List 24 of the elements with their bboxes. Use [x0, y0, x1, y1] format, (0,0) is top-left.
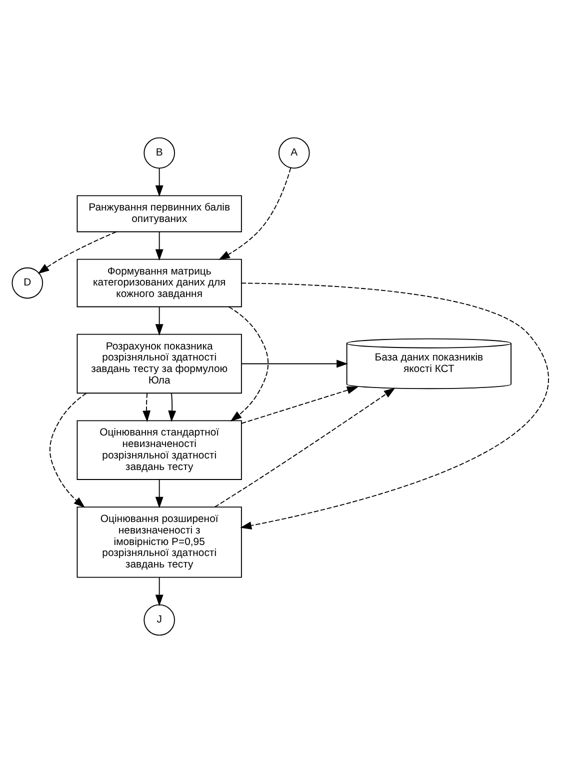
arrow — [168, 392, 176, 422]
node-circle: D — [12, 267, 44, 299]
arrow — [142, 392, 151, 422]
node-circle: A — [278, 137, 310, 169]
node-circle: J — [144, 604, 175, 636]
arrow — [155, 479, 164, 508]
arrow — [214, 388, 396, 508]
arrow — [240, 282, 549, 530]
arrow — [241, 360, 348, 368]
arrow — [155, 232, 164, 261]
node-box: Оцінювання стандартної невизначеності розрізняльної здатності завдань тесту — [76, 420, 242, 480]
node-box: Оцінювання розширеної невизначеності з імовірністю P=0,95 розрізняльної здатності завдань тесту — [76, 506, 242, 578]
node-circle: B — [144, 137, 175, 169]
node-box: Формування матриць категоризованих даних для кожного завдання — [76, 258, 242, 308]
arrow — [228, 306, 269, 422]
arrow — [155, 306, 164, 336]
arrow — [155, 577, 164, 606]
arrow — [155, 168, 164, 197]
arrow — [38, 231, 117, 274]
node-box: Розрахунок показника розрізняльної здатності завдань тесту за формулою Юла — [76, 334, 242, 394]
arrow — [241, 386, 358, 424]
arrow — [49, 392, 87, 508]
node-box: Ранжування первинних балів опитуваних — [76, 195, 242, 232]
arrow — [218, 167, 292, 260]
